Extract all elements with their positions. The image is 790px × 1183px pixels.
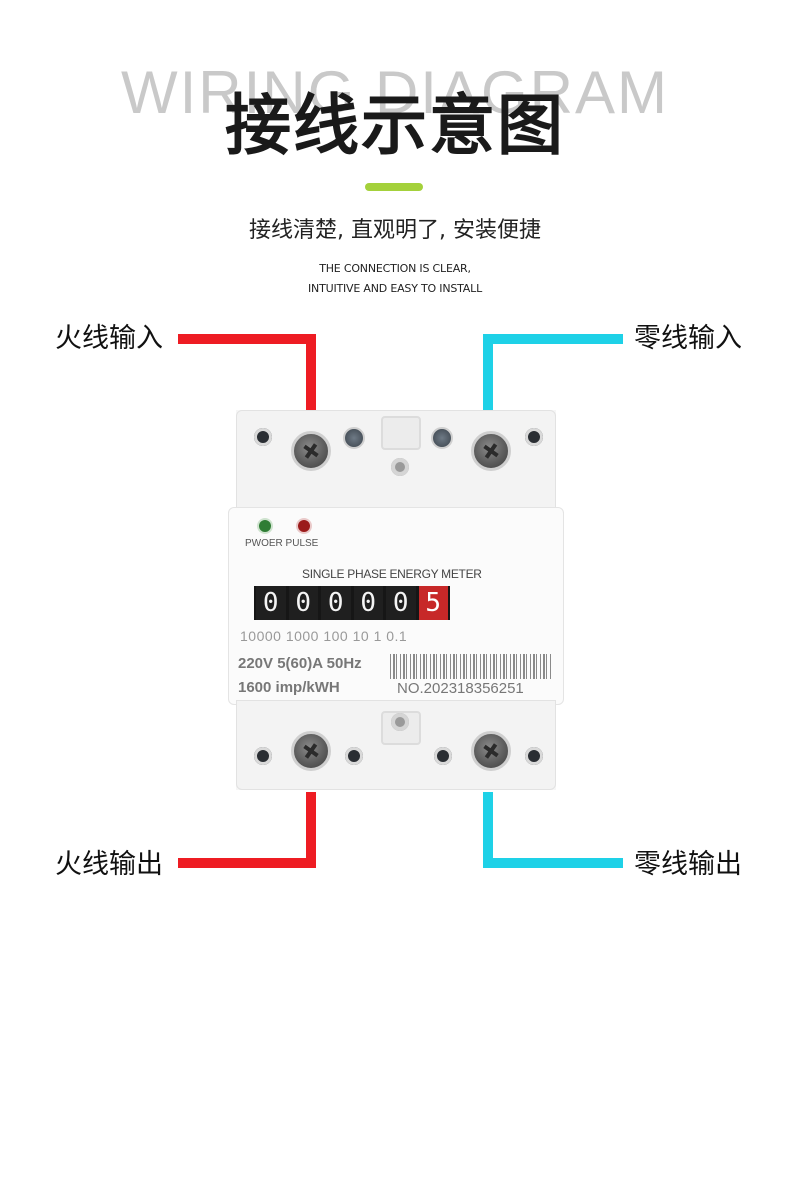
terminal-hole [254,428,272,446]
top-terminal-block [236,410,556,510]
led-labels: PWOER PULSE [245,538,319,549]
small-screw [343,427,365,449]
terminal-screw [471,731,511,771]
title-chinese: 接线示意图 [225,87,565,164]
imp-text: 1600 imp/kWH [238,679,340,696]
terminal-screw [471,431,511,471]
kwh-counter: 0 0 0 0 0 5 [254,586,450,620]
terminal-hole [254,747,272,765]
barcode [390,654,553,679]
title-english: WIRING DIAGRAM [121,59,669,126]
subtitle-english-line1: THE CONNECTION IS CLEAR, [319,262,471,275]
label-live-input: 火线输入 [55,323,163,354]
accent-bar [365,183,423,191]
counter-digit-decimal: 5 [418,586,448,620]
terminal-hole [345,747,363,765]
label-neutral-output: 零线输出 [634,849,742,880]
din-clip [381,416,421,450]
terminal-hole [525,747,543,765]
subtitle-english-line2: INTUITIVE AND EASY TO INSTALL [308,282,482,295]
counter-digit: 0 [288,586,318,620]
bottom-terminal-block [236,700,556,790]
label-live-output: 火线输出 [55,849,163,880]
rating-text: 220V 5(60)A 50Hz [238,655,362,672]
small-screw [431,427,453,449]
digit-scale: 10000 1000 100 10 1 0.1 [240,628,408,644]
subtitle-chinese: 接线清楚, 直观明了, 安装便捷 [249,218,541,243]
pulse-led [298,520,310,532]
power-led [259,520,271,532]
clip-hole [391,713,409,731]
meter-title: SINGLE PHASE ENERGY METER [302,567,482,581]
counter-digit: 0 [321,586,351,620]
terminal-hole [434,747,452,765]
counter-digit: 0 [386,586,416,620]
terminal-screw [291,731,331,771]
terminal-screw [291,431,331,471]
serial-number: NO.202318356251 [397,680,524,697]
label-neutral-input: 零线输入 [634,323,742,354]
counter-digit: 0 [353,586,383,620]
clip-hole [391,458,409,476]
terminal-hole [525,428,543,446]
counter-digit: 0 [256,586,286,620]
